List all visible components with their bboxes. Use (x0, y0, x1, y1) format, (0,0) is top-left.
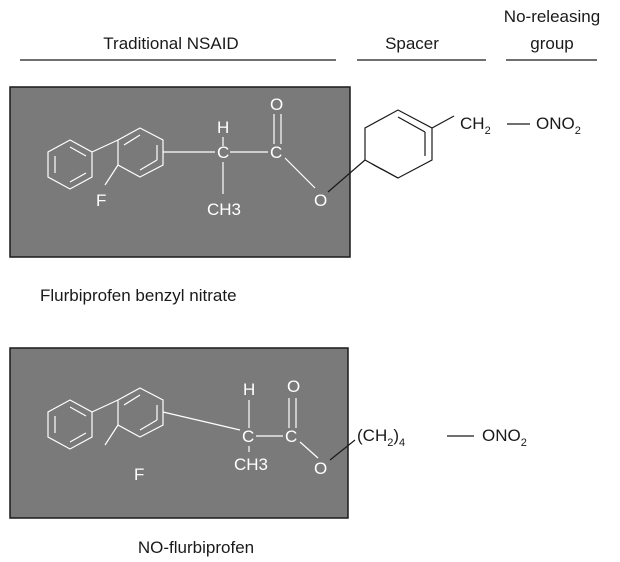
nitrate-group: ONO2 (536, 114, 581, 137)
methylene-group: CH2 (460, 114, 491, 137)
carbonyl-carbon: C (270, 143, 282, 162)
nitrate-group: ONO2 (482, 426, 527, 449)
structure-flurbiprofen-benzyl-nitrate: F C H CH3 C O O CH2 ONO2 Flurbiprofen be… (9, 86, 581, 305)
carbonyl-oxygen: O (270, 95, 283, 114)
butyl-spacer: (CH2)4 (357, 426, 405, 449)
caption-no-flurbiprofen: NO-flurbiprofen (138, 538, 254, 557)
alpha-carbon: C (217, 143, 229, 162)
hydrogen-atom: H (217, 118, 229, 137)
ester-oxygen: O (314, 459, 327, 478)
nsaid-box (9, 86, 351, 258)
alpha-carbon: C (242, 427, 254, 446)
structure-no-flurbiprofen: F C H CH3 C O O (CH2)4 ONO2 NO-flurbipro… (9, 347, 527, 557)
benzyl-ring (364, 109, 433, 179)
fluorine-atom: F (96, 191, 106, 210)
caption-flurbiprofen-benzyl-nitrate: Flurbiprofen benzyl nitrate (40, 286, 237, 305)
methyl-group: CH3 (207, 200, 241, 219)
carbonyl-oxygen: O (287, 377, 300, 396)
header-spacer: Spacer (385, 34, 439, 53)
nsaid-box (9, 347, 349, 519)
hydrogen-atom: H (243, 380, 255, 399)
carbonyl-carbon: C (285, 427, 297, 446)
fluorine-atom: F (134, 465, 144, 484)
header-traditional-nsaid: Traditional NSAID (103, 34, 238, 53)
methyl-group: CH3 (234, 455, 268, 474)
ester-oxygen: O (314, 191, 327, 210)
header-no-releasing-line1: No-releasing (504, 7, 600, 26)
header-no-releasing-line2: group (530, 34, 573, 53)
column-headers: Traditional NSAID Spacer No-releasing gr… (20, 7, 600, 61)
